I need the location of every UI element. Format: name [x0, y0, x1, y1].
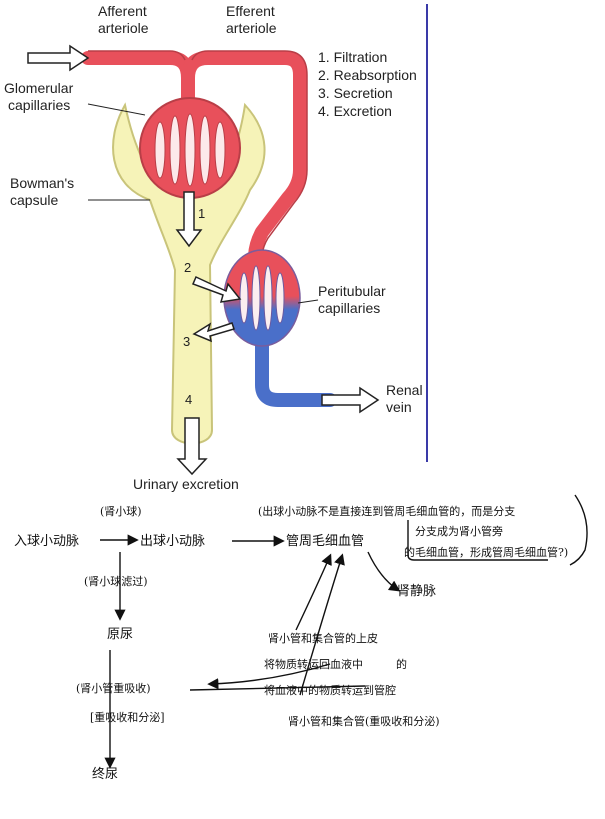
- note-epithelium: 肾小管和集合管的上皮: [268, 631, 378, 645]
- label-renal-vein-line1: Renal: [386, 382, 423, 398]
- note-of: 的: [396, 657, 407, 671]
- arrow-renal-vein-out: [321, 386, 380, 414]
- note-efferent: 出球小动脉: [140, 534, 205, 549]
- renal-vein-pipe: [255, 313, 337, 407]
- peritubular-capillaries-shape: [223, 249, 301, 347]
- legend-item-3: 3. Secretion: [318, 85, 393, 101]
- step-number-3: 3: [183, 334, 190, 349]
- label-glomerular-line1: Glomerular: [4, 80, 74, 96]
- legend-item-4: 4. Excretion: [318, 103, 392, 119]
- label-bowmans-line1: Bowman's: [10, 175, 74, 191]
- note-glomerular-filtration: (肾小球滤过): [84, 574, 148, 588]
- handwritten-arrows: [100, 494, 588, 769]
- label-peritubular-line2: capillaries: [318, 300, 380, 316]
- label-urinary-excretion: Urinary excretion: [133, 476, 239, 492]
- step-number-2: 2: [184, 260, 191, 275]
- note-question-3: 的毛细血管，形成管周毛细血管?): [404, 545, 568, 559]
- note-tubule-summary: 肾小管和集合管(重吸收和分泌): [288, 714, 440, 728]
- legend-item-2: 2. Reabsorption: [318, 67, 417, 83]
- note-question-1: (出球小动脉不是直接连到管周毛细血管的，而是分支: [258, 504, 515, 518]
- note-glomerulus: (肾小球): [100, 504, 142, 518]
- arrow-afferent-in: [27, 44, 90, 72]
- note-transport-lumen: 将血液中的物质转运到管腔: [264, 683, 396, 697]
- label-renal-vein-line2: vein: [386, 399, 412, 415]
- step-number-1: 1: [198, 206, 205, 221]
- label-efferent-line2: arteriole: [226, 20, 277, 36]
- label-afferent-line2: arteriole: [98, 20, 149, 36]
- arrow-secretion: [192, 322, 235, 343]
- note-transport-back: 将物质转运回血液中: [264, 657, 363, 671]
- note-reabsorb-secrete: [重吸收和分泌]: [90, 710, 165, 724]
- arrow-reabsorption: [191, 275, 242, 303]
- label-peritubular-line1: Peritubular: [318, 283, 386, 299]
- note-peritubular: 管周毛细血管: [286, 534, 364, 549]
- note-final-urine: 终尿: [92, 766, 118, 782]
- arrow-filtration: [175, 191, 203, 248]
- label-bowmans-line2: capsule: [10, 192, 58, 208]
- note-primary-urine: 原尿: [107, 627, 133, 642]
- note-tubular-reabsorption: (肾小管重吸收): [76, 681, 151, 695]
- note-renal-vein: 肾静脉: [397, 584, 436, 599]
- legend-item-1: 1. Filtration: [318, 49, 387, 65]
- label-efferent-line1: Efferent: [226, 3, 275, 19]
- arrow-excretion: [176, 417, 208, 476]
- label-glomerular-line2: capillaries: [8, 97, 70, 113]
- note-question-2: 分支成为肾小管旁: [415, 524, 503, 538]
- efferent-arteriole: [81, 51, 307, 265]
- handwritten-notes: 入球小动脉 (肾小球) 出球小动脉 管周毛细血管 (出球小动脉不是直接连到管周毛…: [14, 504, 568, 782]
- step-number-4: 4: [185, 392, 192, 407]
- label-afferent-line1: Afferent: [98, 3, 147, 19]
- note-afferent: 入球小动脉: [14, 534, 79, 549]
- glomerular-capillaries-shape: [139, 97, 241, 199]
